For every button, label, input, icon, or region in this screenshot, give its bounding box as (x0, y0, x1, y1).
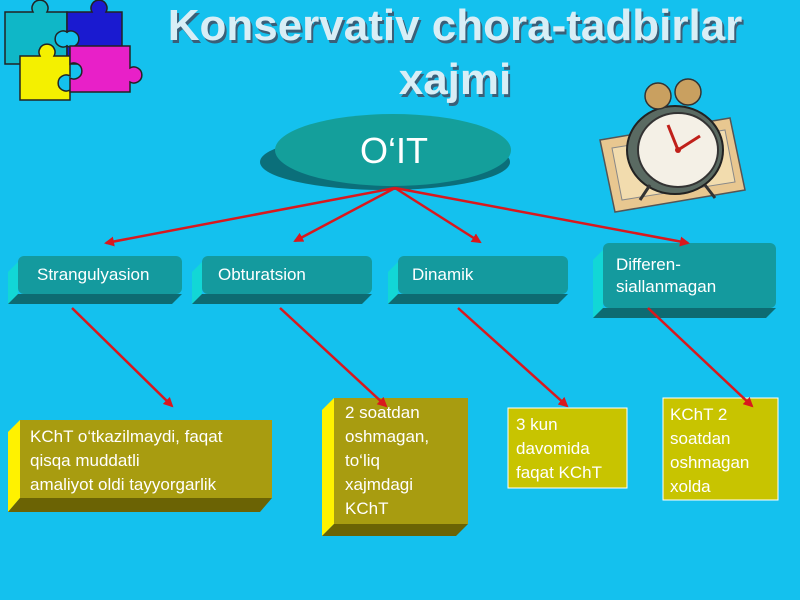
arrow-dinamik-to-leaf (457, 307, 569, 408)
leaf-line: oshmagan, (345, 427, 430, 446)
category-label-dinamik: Dinamik (412, 265, 474, 284)
leaf-box-2 (322, 398, 468, 536)
leaf-line: KChT (345, 499, 389, 518)
arrow-root-to-differensiallanmagan (394, 186, 690, 247)
category-box-1 (8, 256, 182, 304)
slide-title-line1: Konservativ chora-tadbirlar (167, 1, 743, 50)
leaf-line: qisqa muddatli (30, 451, 140, 470)
leaf-line: davomida (516, 439, 590, 458)
puzzle-icon (4, 0, 143, 101)
leaf-box-4 (662, 397, 779, 501)
leaf-line: amaliyot oldi tayyorgarlik (30, 475, 217, 494)
root-label: O‘IT (360, 130, 428, 171)
leaf-text-1: KChT o‘tkazilmaydi, faqat qisqa muddatli… (30, 425, 222, 497)
category-box-3 (388, 256, 568, 304)
category-label-differensiallanmagan: Differen- siallanmagan (616, 254, 716, 298)
leaf-line: xolda (670, 477, 711, 496)
category-box-2 (192, 256, 372, 304)
leaf-line: 3 kun (516, 415, 558, 434)
category-label-line: Differen- (616, 255, 681, 274)
root-node (260, 114, 511, 190)
slide-title-line2: xajmi (398, 55, 512, 104)
arrow-root-to-strangulyasion (104, 186, 396, 247)
leaf-line: KChT 2 (670, 405, 728, 424)
leaf-line: to‘liq (345, 451, 380, 470)
arrow-root-to-dinamik (394, 186, 482, 244)
leaf-line: faqat KChT (516, 463, 602, 482)
leaf-text-2: 2 soatdan oshmagan, to‘liq xajmdagi KChT (345, 401, 429, 521)
leaf-line: xajmdagi (345, 475, 414, 494)
leaf-box-3 (507, 407, 628, 489)
leaf-line: soatdan (670, 429, 731, 448)
leaf-box-1 (8, 420, 272, 512)
leaf-line: 2 soatdan (345, 403, 420, 422)
category-box-4 (593, 243, 776, 318)
arrow-differensiallanmagan-to-leaf (647, 307, 754, 408)
leaf-text-4: KChT 2 soatdan oshmagan xolda (670, 403, 749, 499)
category-label-strangulyasion: Strangulyasion (37, 265, 150, 284)
leaf-line: KChT o‘tkazilmaydi, faqat (30, 427, 223, 446)
leaf-text-3: 3 kun davomida faqat KChT (516, 413, 602, 485)
arrow-obturatsion-to-leaf (279, 307, 388, 408)
category-label-obturatsion: Obturatsion (218, 265, 306, 284)
arrow-strangulyasion-to-leaf (71, 307, 174, 408)
alarm-clock-icon (599, 78, 746, 213)
leaf-line: oshmagan (670, 453, 750, 472)
arrow-root-to-obturatsion (293, 186, 396, 243)
category-label-line: siallanmagan (616, 277, 717, 296)
